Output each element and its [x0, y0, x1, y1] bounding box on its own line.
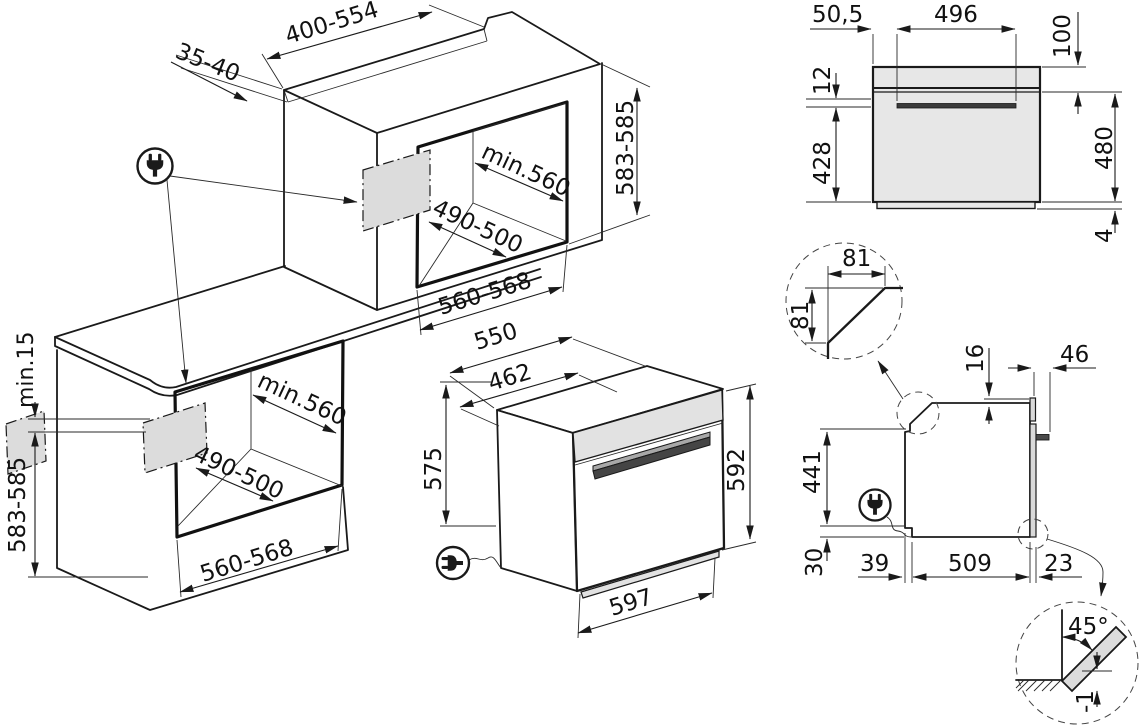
detail-leader — [1046, 538, 1107, 597]
oven-top-body — [871, 65, 1042, 204]
side-door-edge — [1029, 423, 1037, 538]
dim-door-thickness: 23 — [1044, 551, 1073, 577]
dim-rear-height: 480 — [1092, 126, 1118, 170]
dim-open-angle: 45° — [1068, 614, 1109, 640]
side-handle — [1035, 434, 1050, 441]
detail-circle — [1015, 601, 1139, 725]
top-cabinet-figure — [283, 11, 603, 311]
power-plug-callout — [136, 147, 358, 384]
oven-top-base — [876, 201, 1036, 210]
oven-front-figure — [435, 365, 726, 599]
detail-circle — [785, 242, 903, 360]
base-cabinet-figure — [5, 265, 542, 611]
dim-oven-depth: 550 — [471, 318, 521, 356]
counter-front-edge — [54, 268, 541, 389]
dim-vent-depth: 100 — [1050, 14, 1076, 58]
oven-left-side — [496, 409, 578, 592]
power-zone-panel — [142, 402, 208, 474]
dim-base-service-width: 490-500 — [189, 441, 287, 505]
base-cabinet-outline — [56, 349, 349, 611]
dim-side-offset: 50,5 — [812, 2, 863, 28]
oven-handle — [592, 436, 711, 480]
vent-slot — [896, 103, 1017, 109]
dim-chamfer-width: 81 — [842, 246, 871, 272]
chamfer-profile — [826, 286, 903, 359]
door-angle-detail-figure: 45° -1 — [1015, 601, 1139, 725]
dim-floor-offset: -1 — [1073, 690, 1099, 713]
dim-trim-height: 12 — [810, 66, 836, 95]
dim-oven-carcass-height: 575 — [421, 447, 447, 491]
niche-opening — [415, 100, 569, 289]
dim-top-clearance: min.15 — [14, 332, 39, 408]
dim-base-height: 4 — [1092, 228, 1118, 243]
dim-niche-height: 583-585 — [613, 100, 639, 196]
corner-detail-figure: 81 81 — [785, 242, 903, 360]
side-control-panel-edge — [1029, 397, 1037, 422]
power-cable — [886, 516, 912, 538]
niche-interior — [418, 102, 567, 287]
dim-handle-depth: 46 — [1060, 342, 1089, 368]
dim-front-offset: 39 — [860, 551, 889, 577]
dim-body-depth-side: 509 — [948, 551, 992, 577]
counter-back-edge — [54, 265, 286, 338]
dim-top-lip: 16 — [963, 344, 989, 373]
oven-control-panel — [572, 389, 724, 463]
base-niche-opening — [173, 339, 345, 539]
oven-side-body — [904, 402, 1031, 538]
oven-side-figure: 16 46 441 30 39 509 23 — [800, 342, 1107, 597]
dim-bottom-offset: 30 — [802, 548, 828, 577]
dim-base-niche-depth: min.560 — [253, 368, 350, 432]
dim-base-niche-height: 583-585 — [5, 457, 31, 553]
power-zone-panel — [362, 149, 431, 232]
power-cable — [468, 556, 502, 569]
dim-side-height: 441 — [800, 450, 826, 494]
dim-oven-door-height: 592 — [724, 448, 750, 492]
dim-vent-width: 496 — [934, 2, 978, 28]
floor-hatching — [1015, 679, 1062, 692]
detail-circle — [1017, 518, 1049, 550]
dim-oven-width: 597 — [606, 584, 656, 622]
dim-chamfer-height: 81 — [788, 301, 814, 330]
dim-oven-inner-width: 462 — [485, 359, 535, 397]
door-frame-lines — [1015, 609, 1064, 681]
oven-front-dimensions: 550 462 575 592 597 — [421, 318, 757, 639]
dim-body-depth: 428 — [810, 141, 836, 185]
dim-recess-width: 400-554 — [282, 0, 382, 50]
detail-circle — [896, 391, 940, 435]
counter-thickness — [54, 276, 542, 397]
oven-top-figure: 50,5 496 100 12 428 480 4 — [806, 2, 1122, 243]
